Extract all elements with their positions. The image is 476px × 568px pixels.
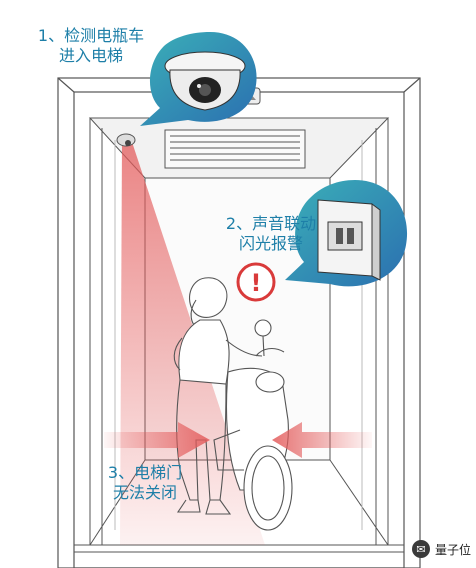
step1-line2: 进入电梯 bbox=[58, 46, 123, 65]
camera-bubble bbox=[140, 32, 257, 126]
step1-line1: 1、检测电瓶车 bbox=[37, 26, 145, 45]
step1-label: 1、检测电瓶车 进入电梯 bbox=[26, 26, 156, 66]
e-bike-figure bbox=[213, 319, 293, 531]
step2-line2: 闪光报警 bbox=[238, 234, 303, 253]
left-arrow-icon bbox=[104, 422, 210, 458]
step2-label: 2、声音联动 闪光报警 bbox=[196, 214, 346, 254]
alert-icon: ! bbox=[236, 262, 276, 302]
alarm-panel-icon bbox=[317, 199, 381, 281]
person-figure bbox=[173, 277, 263, 515]
mounted-camera bbox=[116, 133, 136, 147]
step2-line1: 2、声音联动 bbox=[225, 214, 317, 233]
watermark-text: 量子位 bbox=[435, 542, 472, 557]
step3-line2: 无法关闭 bbox=[112, 483, 177, 502]
svg-text:!: ! bbox=[251, 269, 262, 297]
door-blocked-arrows bbox=[104, 422, 372, 458]
step3-label: 3、电梯门 无法关闭 bbox=[90, 463, 200, 503]
watermark: ✉ 量子位 bbox=[412, 540, 471, 558]
dome-camera-icon bbox=[164, 51, 246, 111]
right-arrow-icon bbox=[272, 422, 372, 458]
alarm-bubble bbox=[285, 180, 408, 287]
step3-line1: 3、电梯门 bbox=[107, 463, 183, 482]
wechat-icon: ✉ bbox=[412, 540, 430, 558]
